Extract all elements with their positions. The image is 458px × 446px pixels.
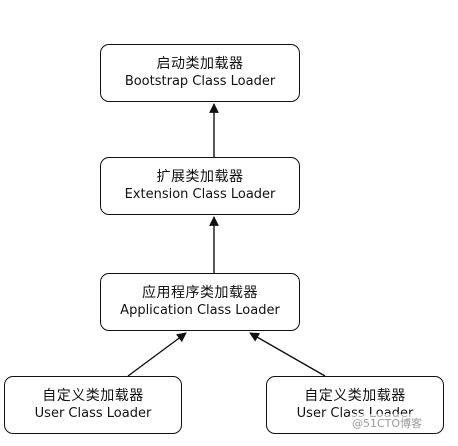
node-en-label: User Class Loader <box>34 406 152 421</box>
node-user-class-loader-right: 自定义类加载器 User Class Loader <box>266 376 444 434</box>
node-cn-label: 自定义类加载器 <box>304 388 406 404</box>
edge-user2-to-application <box>249 332 326 377</box>
node-extension-class-loader: 扩展类加载器 Extension Class Loader <box>100 157 300 215</box>
node-en-label: Application Class Loader <box>120 303 280 318</box>
node-user-class-loader-left: 自定义类加载器 User Class Loader <box>4 376 182 434</box>
node-cn-label: 扩展类加载器 <box>156 169 244 185</box>
node-application-class-loader: 应用程序类加载器 Application Class Loader <box>100 273 300 331</box>
node-cn-label: 启动类加载器 <box>156 56 244 72</box>
node-en-label: Extension Class Loader <box>124 187 276 202</box>
watermark: @51CTO博客 <box>349 414 426 432</box>
node-cn-label: 应用程序类加载器 <box>142 285 258 301</box>
node-bootstrap-class-loader: 启动类加载器 Bootstrap Class Loader <box>100 44 300 102</box>
node-cn-label: 自定义类加载器 <box>42 388 144 404</box>
node-en-label: Bootstrap Class Loader <box>124 74 276 89</box>
edge-user1-to-application <box>127 332 187 377</box>
